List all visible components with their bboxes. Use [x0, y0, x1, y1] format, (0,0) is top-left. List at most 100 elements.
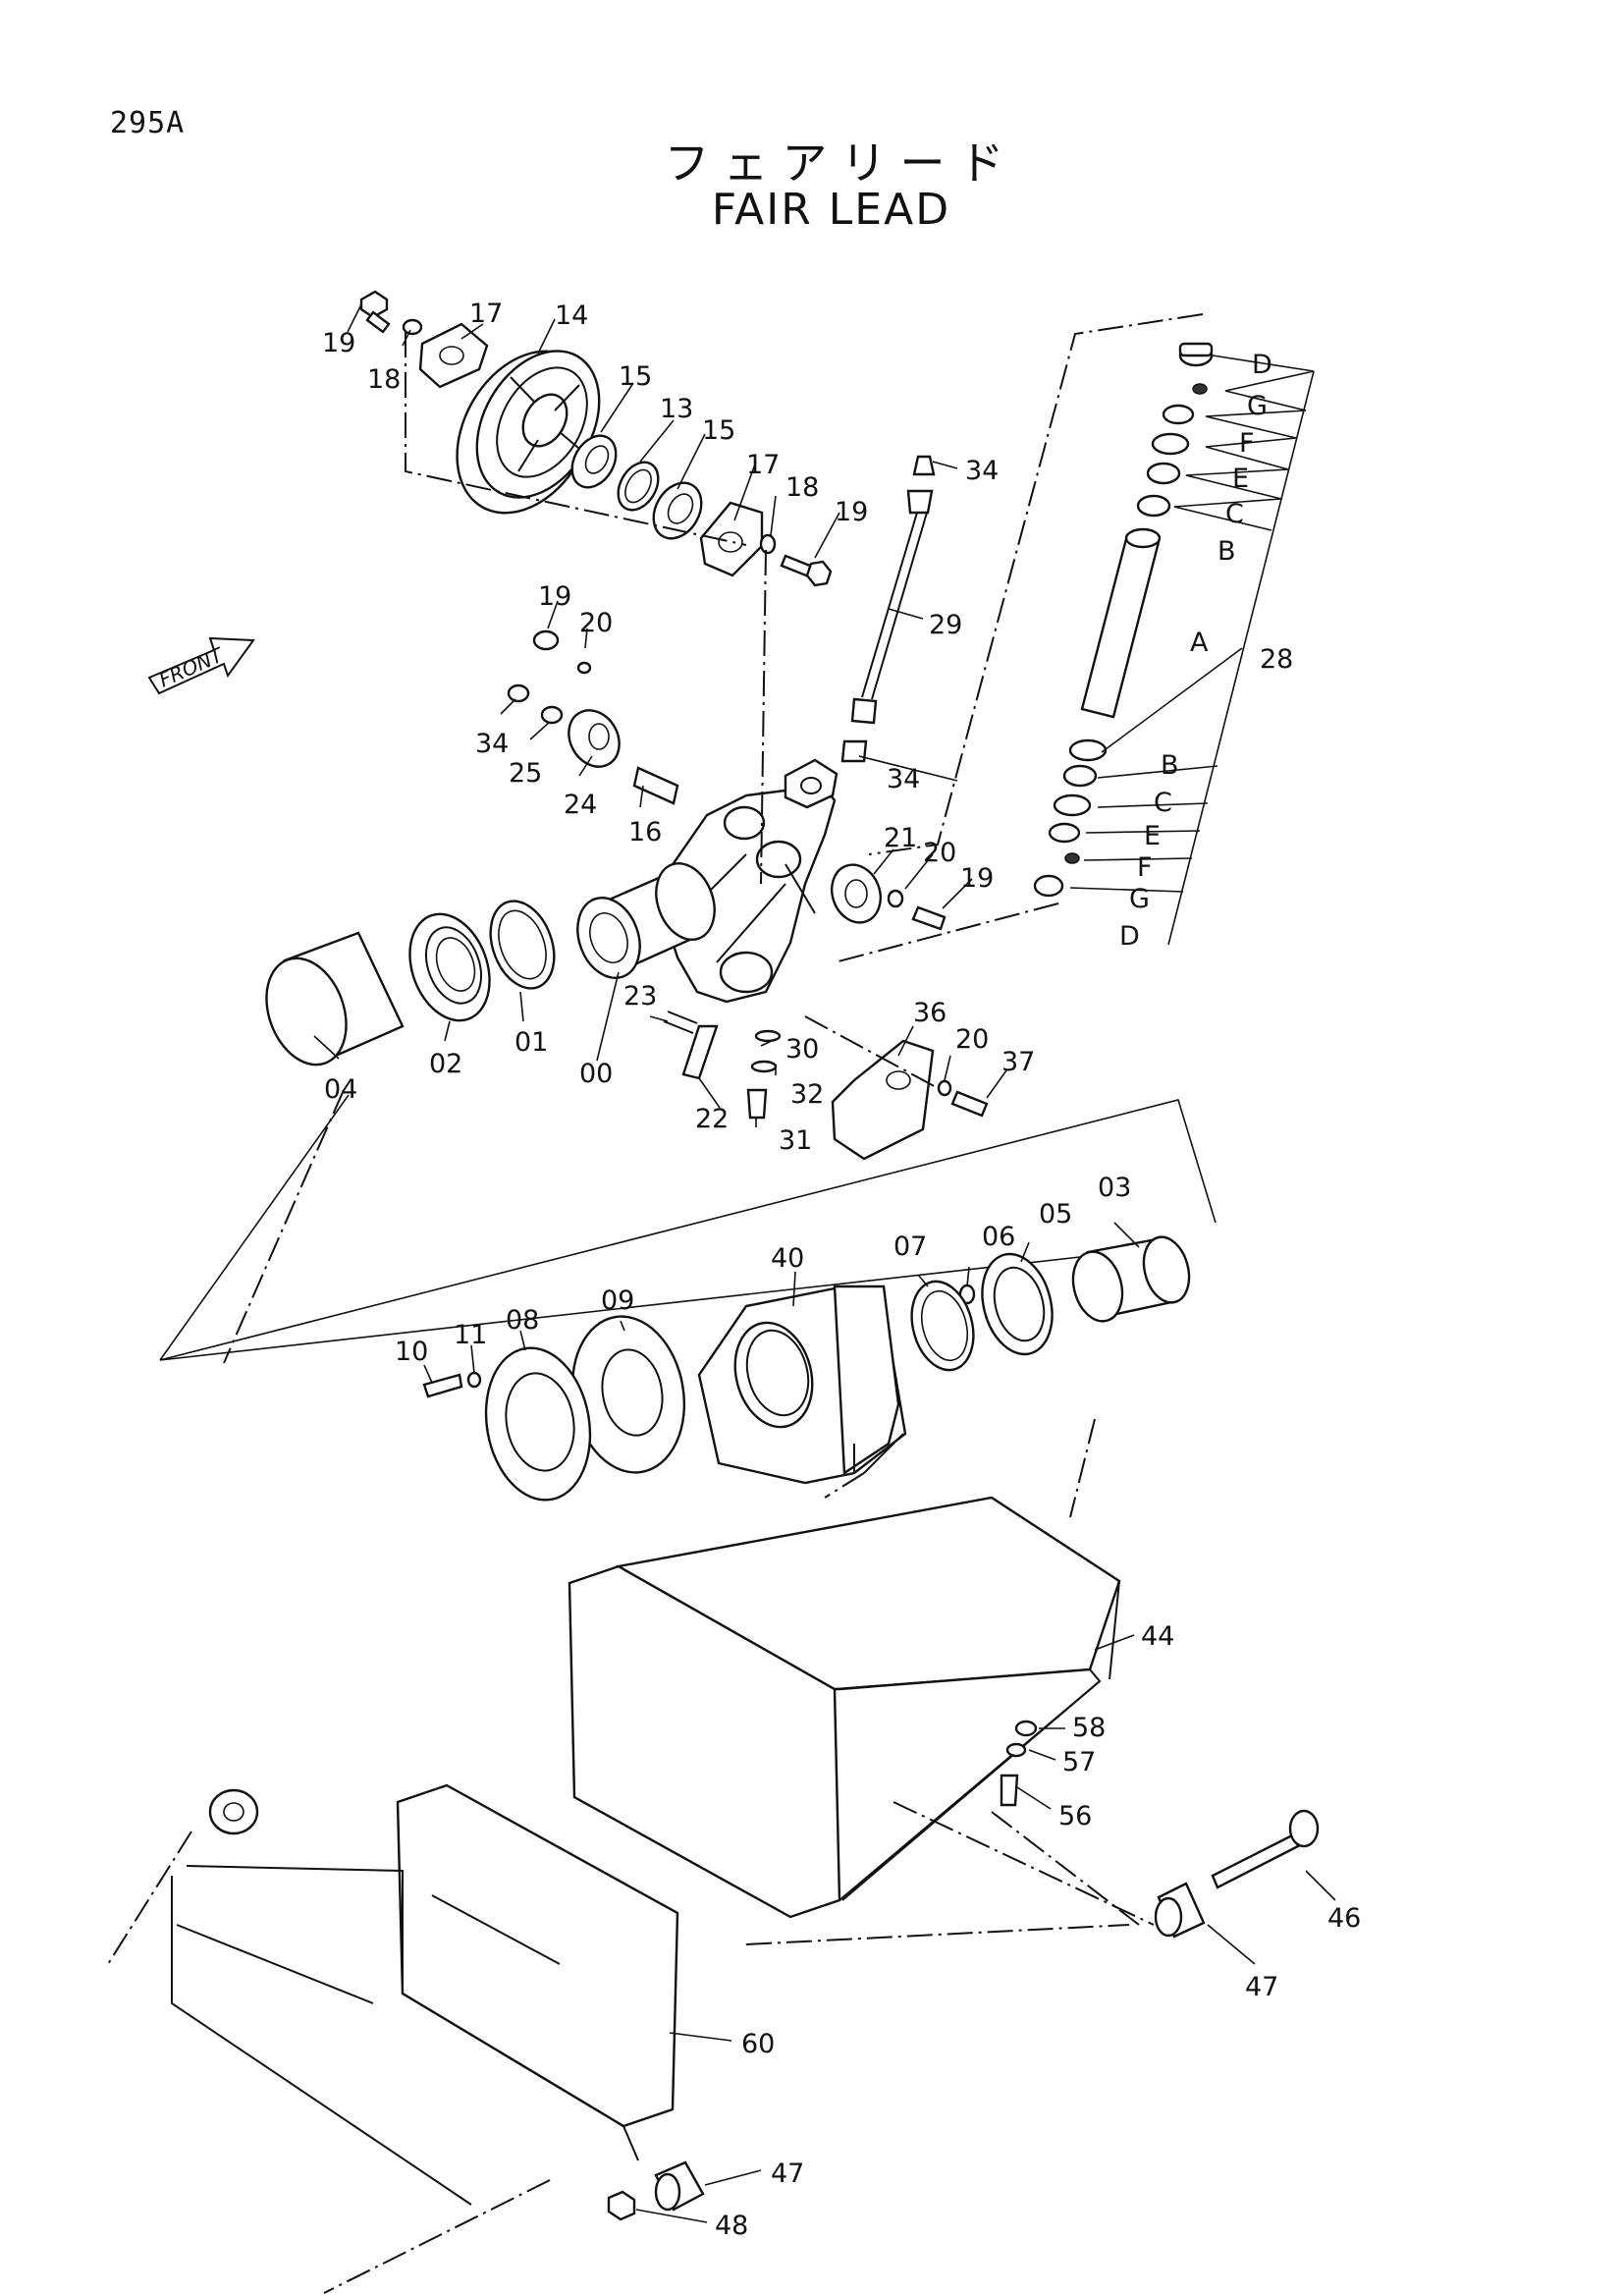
pin-22-icon — [681, 1024, 719, 1080]
bearing-05-icon — [981, 1252, 1054, 1356]
fitting-34-left-icon — [507, 683, 530, 703]
callout-18-top: 18 — [367, 364, 401, 395]
callout-46: 46 — [1327, 1903, 1361, 1934]
callout-d-top: D — [1252, 350, 1272, 380]
callout-a: A — [1190, 628, 1209, 658]
callout-e-bottom: E — [1144, 821, 1161, 851]
callout-06: 06 — [982, 1222, 1015, 1252]
bolt-19-top-icon — [359, 290, 391, 334]
callout-f-top: F — [1239, 428, 1255, 459]
callout-25: 25 — [509, 758, 542, 789]
bush-b-top-icon — [1136, 494, 1171, 518]
callout-13: 13 — [660, 394, 693, 424]
washer-57-icon — [1005, 1742, 1027, 1758]
callout-g-bottom: G — [1129, 884, 1150, 914]
callout-57: 57 — [1062, 1747, 1096, 1777]
callout-18-bottom: 18 — [785, 472, 819, 503]
cover-plate-17-bottom-icon — [699, 501, 764, 577]
callout-16: 16 — [628, 817, 662, 847]
callout-30: 30 — [785, 1034, 819, 1065]
callout-15b: 15 — [702, 415, 735, 446]
callout-e-top: E — [1232, 464, 1249, 494]
callout-01: 01 — [514, 1027, 548, 1058]
cover-04-icon — [265, 931, 405, 1066]
nut-g-bottom-icon — [1064, 852, 1080, 864]
title-english: FAIR LEAD — [711, 185, 951, 235]
callout-32: 32 — [790, 1079, 824, 1110]
callout-f-bottom: F — [1137, 852, 1153, 883]
cover-plate-17-top-icon — [418, 322, 489, 389]
title-japanese: フェアリード — [664, 137, 1018, 190]
bearing-02-icon — [408, 912, 491, 1022]
grease-hose-assembly — [840, 455, 936, 763]
bolt-10-icon — [422, 1373, 463, 1398]
callout-20-guard: 20 — [955, 1024, 989, 1055]
callout-24: 24 — [564, 790, 597, 820]
callout-02: 02 — [429, 1049, 462, 1079]
housing-40-icon — [697, 1285, 907, 1485]
callout-58: 58 — [1072, 1713, 1106, 1743]
callout-22: 22 — [695, 1104, 729, 1134]
callout-c-bottom: C — [1154, 788, 1172, 818]
callout-47-right: 47 — [1245, 1972, 1278, 2002]
callout-40: 40 — [771, 1243, 804, 1274]
fairlead-frame — [654, 758, 839, 1004]
sheave-assembly — [359, 290, 833, 587]
callout-19-flange: 19 — [960, 863, 994, 894]
bolt-31-icon — [746, 1088, 768, 1120]
callout-44: 44 — [1141, 1621, 1174, 1652]
callout-09: 09 — [601, 1285, 634, 1316]
callout-19-top: 19 — [322, 328, 355, 358]
ring-e-bottom-icon — [1053, 793, 1092, 817]
callout-31: 31 — [779, 1125, 812, 1156]
callout-60: 60 — [741, 2029, 775, 2059]
pin-23-icon — [663, 1011, 698, 1034]
washer-18-bottom-icon — [759, 533, 777, 555]
ring-e-top-icon — [1151, 432, 1190, 456]
callout-47-bottom: 47 — [771, 2159, 804, 2189]
front-arrow-icon: FRONT — [147, 636, 255, 695]
callout-04: 04 — [324, 1074, 357, 1105]
bolt-56-icon — [1000, 1774, 1019, 1807]
callout-08: 08 — [506, 1305, 539, 1336]
boom-60-icon — [171, 1783, 679, 2206]
callout-48: 48 — [715, 2211, 748, 2241]
callout-11: 11 — [454, 1320, 487, 1350]
front-arrow-label: FRONT — [155, 642, 228, 691]
callout-19-right: 19 — [835, 497, 868, 527]
callout-d-bottom: D — [1119, 921, 1140, 952]
callout-g-top: G — [1247, 391, 1268, 421]
seal-c-top-icon — [1146, 462, 1181, 485]
ring-13-icon — [617, 461, 660, 512]
callout-c-top: C — [1225, 499, 1244, 529]
spacer-30-icon — [754, 1029, 782, 1043]
bushing-47-right-icon — [1154, 1882, 1206, 1939]
pin-46-icon — [1211, 1809, 1320, 1889]
callout-56: 56 — [1058, 1801, 1092, 1831]
callout-37: 37 — [1001, 1047, 1035, 1077]
fitting-34-top-icon — [912, 455, 936, 476]
ring-01-icon — [489, 900, 556, 990]
washer-f-top-icon — [1162, 404, 1195, 425]
cap-d-bottom-icon — [1033, 874, 1064, 898]
flange-21-icon — [831, 863, 882, 924]
washer-58-icon — [1014, 1720, 1038, 1737]
callout-23: 23 — [623, 981, 657, 1011]
washer-f-bottom-icon — [1048, 822, 1081, 844]
shaft-00-icon — [576, 862, 716, 979]
bolt-19-mid-icon — [532, 629, 560, 651]
pin-16-icon — [632, 766, 679, 805]
callout-labels: 19 18 17 14 15 13 15 17 18 19 34 29 34 1… — [322, 299, 1361, 2241]
nut-g-top-icon — [1192, 383, 1208, 395]
callout-36: 36 — [913, 998, 947, 1028]
sleeve-03-icon — [1071, 1235, 1191, 1323]
callout-20-mid: 20 — [579, 608, 613, 638]
washer-32-icon — [750, 1060, 778, 1073]
page-code: 295A — [110, 106, 186, 140]
washer-20-right-icon — [887, 889, 904, 908]
nut-48-icon — [607, 2190, 636, 2221]
callout-34-left: 34 — [475, 729, 509, 759]
washer-18-top-icon — [402, 318, 423, 336]
callout-07: 07 — [893, 1231, 927, 1262]
